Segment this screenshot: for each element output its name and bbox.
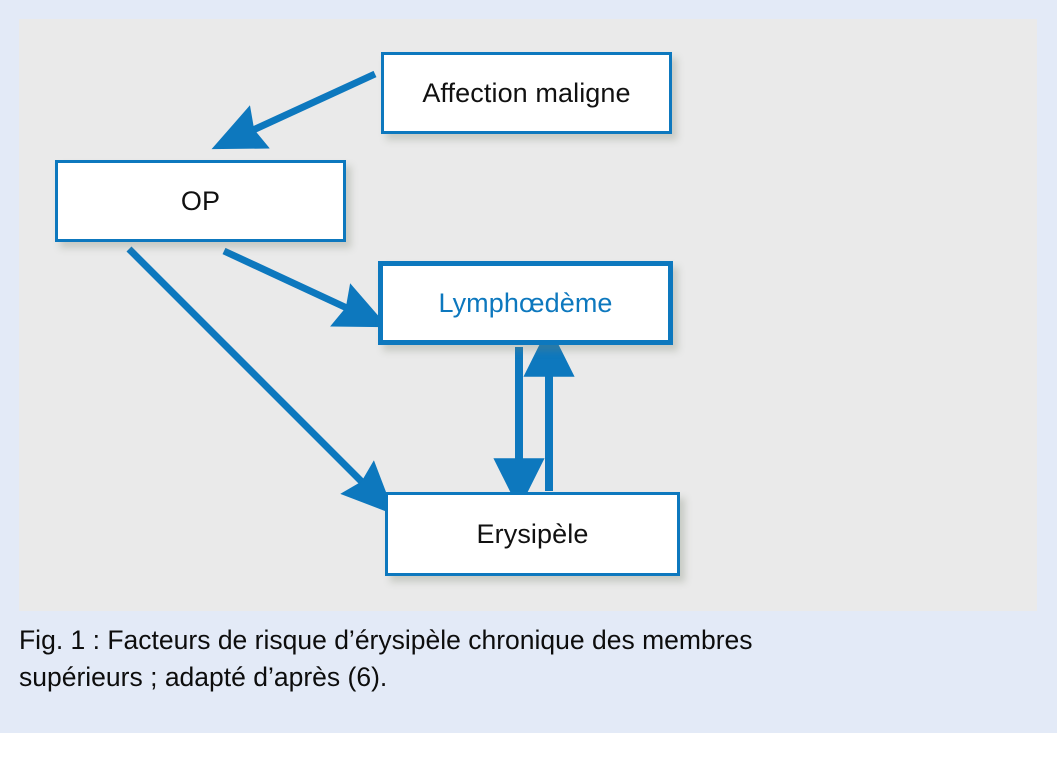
node-erysipele[interactable]: Erysipèle xyxy=(385,492,680,576)
node-op[interactable]: OP xyxy=(55,160,346,242)
node-lymphoedeme[interactable]: Lymphœdème xyxy=(378,261,673,345)
edge-op-to-erysipele xyxy=(126,246,395,515)
caption-line-2: supérieurs ; adapté d’après (6). xyxy=(19,661,388,692)
figure-card: Affection maligne OP Lymphœdème Erysipèl… xyxy=(0,0,1057,733)
diagram-panel: Affection maligne OP Lymphœdème Erysipèl… xyxy=(19,19,1037,611)
node-label: OP xyxy=(180,185,221,216)
edge-affection-to-op xyxy=(211,70,377,150)
node-label: Lymphœdème xyxy=(438,287,613,318)
figure-caption: Fig. 1 : Facteurs de risque d’érysipèle … xyxy=(19,622,919,695)
node-affection-maligne[interactable]: Affection maligne xyxy=(381,52,672,134)
node-label: Erysipèle xyxy=(476,518,589,549)
caption-line-1: Fig. 1 : Facteurs de risque d’érysipèle … xyxy=(19,625,753,655)
edge-op-to-lymphoedeme xyxy=(222,247,389,328)
node-label: Affection maligne xyxy=(422,77,631,108)
